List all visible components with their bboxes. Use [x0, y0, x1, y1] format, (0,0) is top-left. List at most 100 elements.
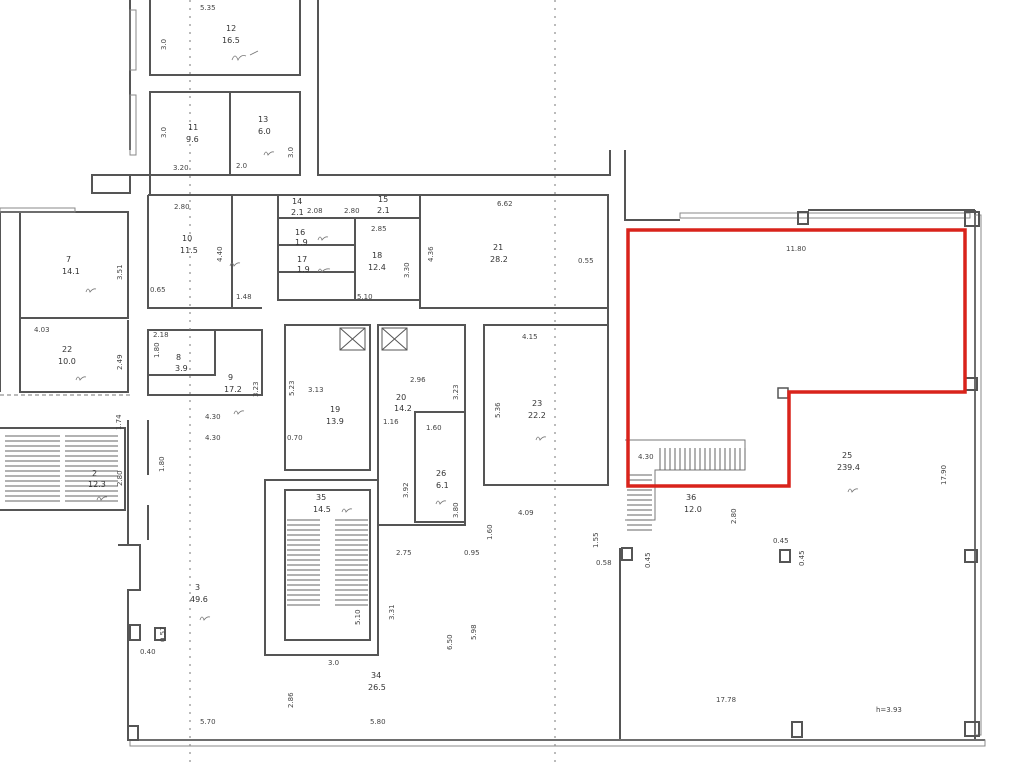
dimension-label: 1.80: [158, 456, 166, 472]
dimension-label: 2.96: [410, 376, 426, 384]
dimension-label: 0.45: [798, 550, 806, 566]
room-area: 1.9: [295, 238, 308, 247]
room-area: 12.0: [684, 505, 702, 514]
room-number: 10: [182, 234, 192, 243]
dimension-label: 3.0: [160, 127, 168, 138]
dimension-label: 3.30: [403, 262, 411, 278]
dimension-label: 0.58: [596, 559, 612, 567]
room-number: 19: [330, 405, 340, 414]
dimension-label: 2.08: [307, 207, 323, 215]
dimension-label: 5.10: [357, 293, 373, 301]
dimension-label: 4.36: [427, 246, 435, 262]
dimension-label: 1.80: [153, 342, 161, 358]
dimension-label: h=3.93: [876, 706, 902, 714]
dimension-label: 1.55: [592, 532, 600, 548]
room-area: 6.1: [436, 481, 449, 490]
dimension-label: 1.16: [383, 418, 399, 426]
dimension-label: 3.0: [160, 39, 168, 50]
room-area: 12.3: [88, 480, 106, 489]
room-number: 14: [292, 197, 302, 206]
room-number: 26: [436, 469, 446, 478]
dimension-label: 0.45: [644, 552, 652, 568]
room-area: 28.2: [490, 255, 508, 264]
room-area: 11.5: [180, 246, 198, 255]
room-number: 12: [226, 24, 236, 33]
dimension-label: 3.20: [173, 164, 189, 172]
dimension-label: 3.0: [328, 659, 339, 667]
dimension-label: 3.0: [287, 147, 295, 158]
dimension-label: 6.50: [446, 634, 454, 650]
room-area: 13.9: [326, 417, 344, 426]
dimension-label: 4.30: [205, 413, 221, 421]
stairs: [5, 435, 746, 606]
room-area: 1.9: [297, 265, 310, 274]
room-number: 34: [371, 671, 381, 680]
dimension-label: 5.70: [200, 718, 216, 726]
dimension-label: 0.70: [287, 434, 303, 442]
dimension-label: 2.80: [344, 207, 360, 215]
room-area: 2.1: [291, 208, 304, 217]
dimension-label: 0.40: [140, 648, 156, 656]
dimension-label: 3.92: [402, 482, 410, 498]
dimension-label: 3.31: [388, 604, 396, 620]
room-number: 23: [532, 399, 542, 408]
dimension-label: 2.18: [153, 331, 169, 339]
room-area: 14.5: [313, 505, 331, 514]
dimension-label: 5.23: [288, 380, 296, 396]
room-number: 18: [372, 251, 382, 260]
room-number: 16: [295, 228, 305, 237]
room-area: 6.0: [258, 127, 271, 136]
room-area: 26.5: [368, 683, 386, 692]
check-marks: [75, 50, 859, 621]
room-area: 2.1: [377, 206, 390, 215]
dimension-label: 5.80: [370, 718, 386, 726]
dimension-label: 11.80: [786, 245, 806, 253]
dimension-label: 2.80: [116, 470, 124, 486]
dimension-label: 6.62: [497, 200, 513, 208]
room-number: 15: [378, 195, 388, 204]
dimension-label: 3.80: [452, 502, 460, 518]
dimension-label: 2.0: [236, 162, 247, 170]
dimension-label: 1.48: [236, 293, 252, 301]
dimension-label: 2.85: [371, 225, 387, 233]
room-area: 16.5: [222, 36, 240, 45]
dimension-label: 3.23: [252, 381, 260, 397]
dimension-label: 2.80: [174, 203, 190, 211]
elevator-shafts: [339, 327, 408, 351]
dimension-label: 2.49: [116, 354, 124, 370]
room-number: 20: [396, 393, 406, 402]
room-area: 239.4: [837, 463, 860, 472]
dimension-label: 4.30: [638, 453, 654, 461]
dimension-label: 0.57: [159, 626, 167, 642]
room-area: 22.2: [528, 411, 546, 420]
dimension-label: 1.60: [426, 424, 442, 432]
room-number: 17: [297, 255, 307, 264]
room-number: 35: [316, 493, 326, 502]
dimension-labels: 5.35 3.0 3.0 3.20 2.0 3.0 2.80 4.40 0.65…: [34, 4, 948, 726]
room-area: 3.9: [175, 364, 188, 373]
dimension-label: 0.45: [773, 537, 789, 545]
dimension-label: 0.95: [464, 549, 480, 557]
dimension-label: 1.74: [115, 414, 123, 430]
room-number: 13: [258, 115, 268, 124]
dimension-label: 0.55: [578, 257, 594, 265]
dimension-label: 3.51: [116, 264, 124, 280]
dimension-label: 5.36: [494, 402, 502, 418]
highlighted-premises-outline: [626, 228, 967, 488]
room-area: 14.2: [394, 404, 412, 413]
dimension-label: 2.86: [287, 692, 295, 708]
room-number: 36: [686, 493, 696, 502]
room-area: 9.6: [186, 135, 199, 144]
dimension-label: 1.60: [486, 524, 494, 540]
dimension-label: 4.40: [216, 246, 224, 262]
dimension-label: 2.75: [396, 549, 412, 557]
room-area: 17.2: [224, 385, 242, 394]
room-number: 7: [66, 255, 71, 264]
room-number: 11: [188, 123, 198, 132]
dimension-label: 17.90: [940, 465, 948, 485]
dimension-label: 4.03: [34, 326, 50, 334]
room-number: 8: [176, 353, 181, 362]
dimension-label: 3.13: [308, 386, 324, 394]
columns: [127, 211, 980, 741]
